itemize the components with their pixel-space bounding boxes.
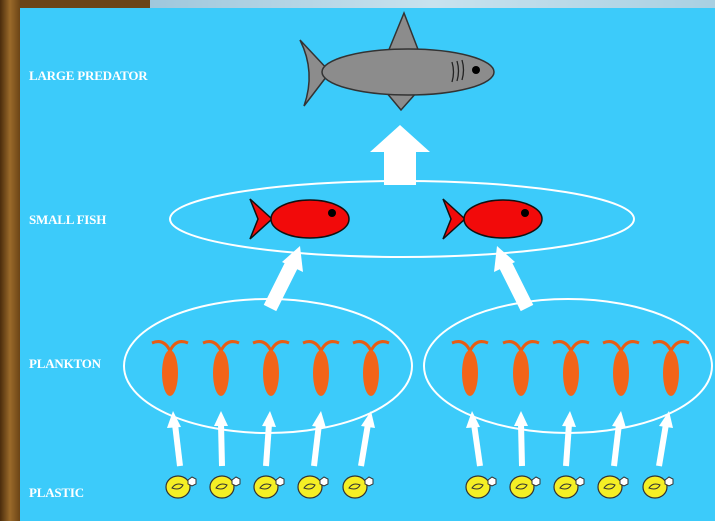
plankton-icon xyxy=(352,340,390,396)
plastic-icon xyxy=(553,475,585,499)
arrow-to-plankton xyxy=(656,411,673,467)
arrow-to-plankton xyxy=(167,411,183,467)
arrow-to-small-fish xyxy=(494,246,534,312)
plastic-icon xyxy=(209,475,241,499)
plankton-icon xyxy=(502,340,540,396)
arrow-to-plankton xyxy=(262,411,276,467)
plankton-icon xyxy=(252,340,290,396)
plankton-icon xyxy=(302,340,340,396)
label-large-predator: LARGE PREDATOR xyxy=(29,68,148,83)
plastic-icon xyxy=(297,475,329,499)
arrow-to-plankton xyxy=(358,411,375,467)
plankton-icon xyxy=(202,340,240,396)
label-small-fish: SMALL FISH xyxy=(29,212,107,227)
plankton-icon xyxy=(652,340,690,396)
plankton-icon xyxy=(602,340,640,396)
arrow-to-plankton xyxy=(214,411,228,467)
background-frame-left xyxy=(0,0,20,521)
small-fish-icon xyxy=(249,198,350,240)
small-fish-ellipse xyxy=(169,180,635,258)
label-plastic: PLASTIC xyxy=(29,485,84,500)
small-fish-icon xyxy=(442,198,543,240)
arrow-to-predator xyxy=(370,125,430,185)
plastic-icon xyxy=(642,475,674,499)
plastic-icon xyxy=(165,475,197,499)
plastic-icon xyxy=(342,475,374,499)
arrow-to-plankton xyxy=(562,411,576,467)
plastic-icon xyxy=(509,475,541,499)
plankton-icon xyxy=(552,340,590,396)
plastic-icon xyxy=(253,475,285,499)
plankton-icon xyxy=(451,340,489,396)
arrow-to-plankton xyxy=(514,411,528,467)
background-frame-top xyxy=(150,0,715,8)
arrow-to-plankton xyxy=(611,411,626,467)
arrow-to-plankton xyxy=(311,411,326,467)
shark-icon xyxy=(299,10,495,112)
plastic-icon xyxy=(597,475,629,499)
arrow-to-small-fish xyxy=(263,246,303,312)
label-plankton: PLANKTON xyxy=(29,356,101,371)
arrow-to-plankton xyxy=(466,411,483,467)
plastic-icon xyxy=(465,475,497,499)
plankton-icon xyxy=(151,340,189,396)
